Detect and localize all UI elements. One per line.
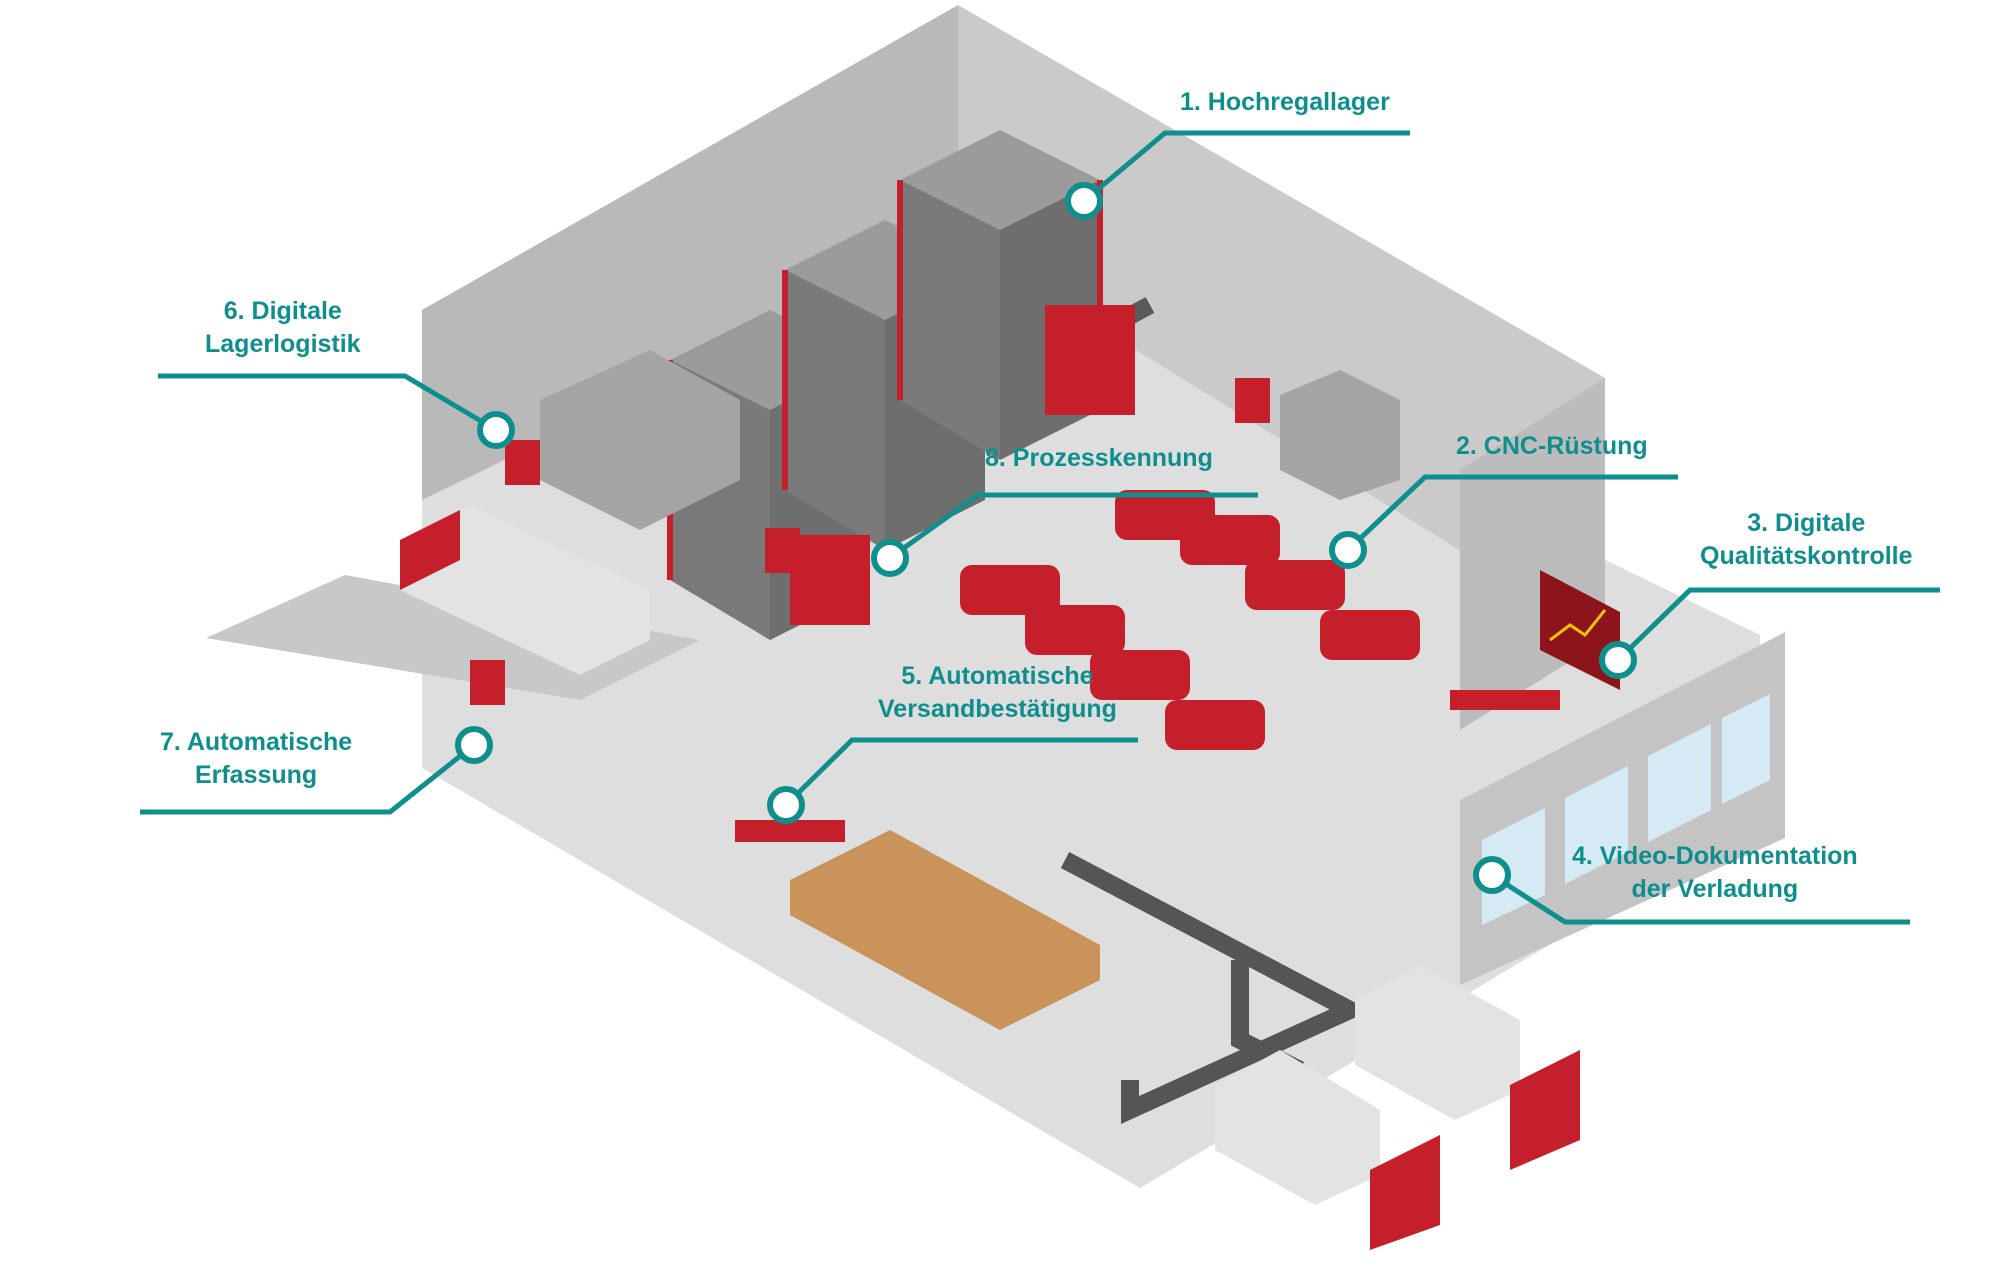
label-video-dokumentation-line1: 4. Video-Dokumentation: [1572, 842, 1858, 870]
rack-2-front: [785, 270, 885, 550]
callout-line-5: [784, 737, 1138, 807]
label-qualitaetskontrolle: 3. Digitale Qualitätskontrolle: [1700, 507, 1913, 573]
cnc-machine: [1245, 560, 1345, 610]
label-hochregallager-line1: 1. Hochregallager: [1180, 88, 1390, 116]
label-video-dokumentation-line2: der Verladung: [1631, 875, 1799, 903]
callout-line-4: [1490, 872, 1910, 925]
office-window-4: [1722, 694, 1770, 804]
rack-3-front: [900, 180, 1000, 460]
label-lagerlogistik-line2: Lagerlogistik: [205, 330, 361, 358]
forklift: [505, 440, 540, 485]
conveyor-front: [1060, 852, 1371, 1124]
label-erfassung-line1: 7. Automatische: [160, 728, 353, 756]
label-qualitaetskontrolle-line2: Qualitätskontrolle: [1700, 542, 1913, 570]
label-versandbestaetigung: 5. Automatische Versandbestätigung: [878, 660, 1117, 726]
callout-line-7: [140, 743, 476, 815]
truck-front: [1215, 1050, 1440, 1250]
label-lagerlogistik-line1: 6. Digitale: [223, 297, 342, 325]
cnc-machine: [1320, 610, 1420, 660]
callout-markers: [455, 182, 1637, 894]
callout-lines: [140, 130, 1940, 925]
quality-chart-line: [1549, 609, 1607, 642]
label-video-dokumentation: 4. Video-Dokumentation der Verladung: [1572, 840, 1858, 906]
label-qualitaetskontrolle-line1: 3. Digitale: [1747, 509, 1866, 537]
label-cnc-ruestung-line1: 2. CNC-Rüstung: [1456, 432, 1648, 460]
label-lagerlogistik: 6. Digitale Lagerlogistik: [205, 295, 361, 361]
label-erfassung: 7. Automatische Erfassung: [160, 726, 352, 792]
marker-5[interactable]: [767, 786, 805, 824]
label-prozesskennung-line1: 8. Prozesskennung: [985, 444, 1213, 472]
marker-7[interactable]: [455, 726, 493, 764]
label-prozesskennung: 8. Prozesskennung: [985, 442, 1213, 475]
office-window-3: [1648, 724, 1711, 842]
callout-line-2: [1346, 474, 1678, 552]
shipping-boxes: [790, 830, 1100, 1030]
forklift: [470, 660, 505, 705]
office-window-2: [1565, 766, 1628, 884]
marker-3[interactable]: [1599, 641, 1637, 679]
label-hochregallager: 1. Hochregallager: [1180, 86, 1390, 119]
forklift: [1235, 378, 1270, 423]
marker-6[interactable]: [477, 411, 515, 449]
cnc-machines: [960, 490, 1420, 750]
label-versandbestaetigung-line2: Versandbestätigung: [878, 695, 1117, 723]
callout-line-8: [888, 492, 1258, 561]
label-erfassung-line2: Erfassung: [194, 761, 318, 789]
marker-2[interactable]: [1329, 531, 1367, 569]
marker-8[interactable]: [871, 539, 909, 577]
truck-right: [1355, 965, 1580, 1170]
cnc-machine: [960, 565, 1060, 615]
callout-line-1: [1082, 130, 1410, 203]
label-versandbestaetigung-line1: 5. Automatische: [901, 662, 1094, 690]
forklift: [765, 528, 800, 573]
scanner-gate-back: [1045, 305, 1135, 415]
office-window-1: [1482, 808, 1545, 925]
marker-1[interactable]: [1065, 182, 1103, 220]
truck-dock: [400, 505, 650, 675]
callout-line-3: [1616, 587, 1940, 662]
qc-table: [1450, 690, 1560, 710]
scanner-gate-front: [790, 535, 870, 625]
shipping-table: [735, 820, 845, 842]
marker-4[interactable]: [1473, 856, 1511, 894]
label-cnc-ruestung: 2. CNC-Rüstung: [1456, 430, 1648, 463]
wall-back-right: [958, 5, 1605, 640]
low-rack-left: [540, 350, 740, 530]
wall-back-left: [422, 5, 958, 500]
cnc-machine: [1165, 700, 1265, 750]
cnc-machine: [1025, 605, 1125, 655]
callout-line-6: [158, 373, 498, 433]
low-rack-right: [1280, 370, 1400, 500]
cnc-machine: [1090, 650, 1190, 700]
cnc-machine: [1180, 515, 1280, 565]
